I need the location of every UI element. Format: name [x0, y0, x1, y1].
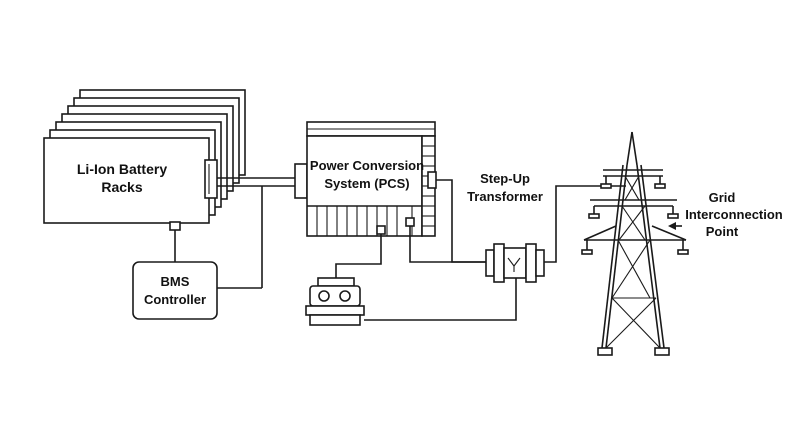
grid-label-line1: Grid	[709, 190, 736, 205]
bms-label-line2: Controller	[144, 292, 206, 307]
battery-label-line1: Li-Ion Battery	[77, 161, 167, 177]
pcs-label-line1: Power Conversion	[310, 158, 424, 173]
battery-racks: Li-Ion Battery Racks	[43, 89, 246, 231]
transformer-label-line2: Transformer	[467, 189, 543, 204]
step-up-transformer: Step-Up Transformer	[467, 171, 626, 283]
grid-interconnection: Grid Interconnection Point	[668, 190, 783, 239]
grid-label-line2: Interconnection	[685, 207, 783, 222]
pcs-label-line2: System (PCS)	[324, 176, 409, 191]
bms-controller: BMS Controller	[132, 230, 262, 320]
dc-bus	[217, 177, 295, 288]
auxiliary-meter	[305, 277, 365, 326]
bms-label-line1: BMS	[161, 274, 190, 289]
transmission-tower	[581, 131, 689, 356]
ac-wiring	[335, 179, 517, 321]
battery-rack-front	[43, 137, 210, 224]
transformer-label-line1: Step-Up	[480, 171, 530, 186]
battery-label-line2: Racks	[101, 179, 142, 195]
pcs-cabinet: Power Conversion System (PCS)	[294, 121, 437, 237]
arrow-left-icon	[668, 222, 676, 230]
battery-terminal	[204, 159, 218, 199]
grid-label-line3: Point	[706, 224, 739, 239]
